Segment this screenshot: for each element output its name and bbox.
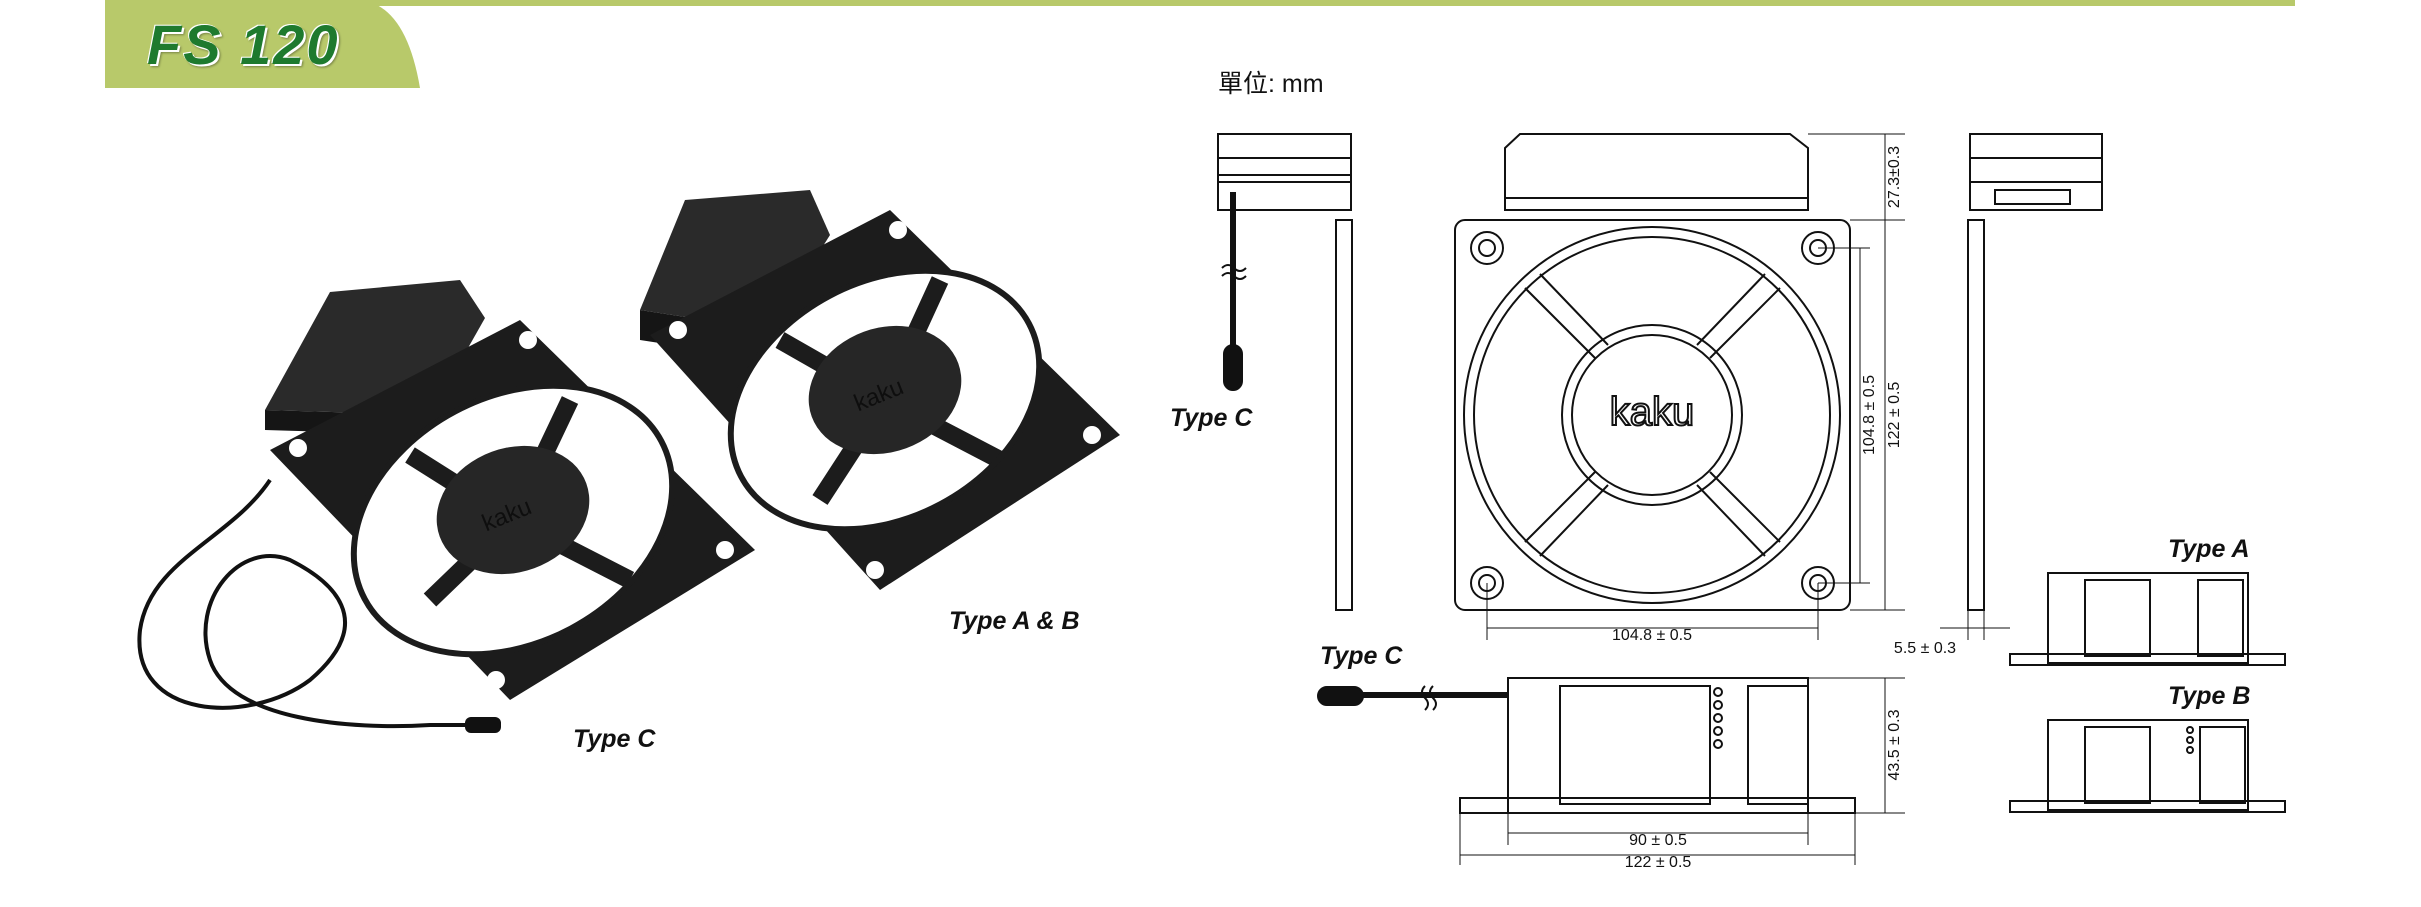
header-title-tab — [105, 0, 420, 88]
dim-box-inner-w: 90 ± 0.5 — [1629, 832, 1687, 849]
type-a-view — [2009, 572, 2286, 666]
drawing-logo: kaku — [1610, 390, 1695, 434]
dim-box-height: 43.5 ± 0.3 — [1886, 709, 1903, 780]
photo-label-type-ab: Type A & B — [949, 607, 1080, 635]
type-b-view — [2009, 719, 2286, 813]
photo-type-c-unit: kaku — [137, 280, 755, 733]
drawing-label-type-a: Type A — [2168, 535, 2250, 563]
side-view-type-c — [1217, 133, 1353, 611]
photo-label-type-c: Type C — [573, 725, 656, 753]
front-view — [1454, 133, 1851, 611]
dim-box-outer-w: 122 ± 0.5 — [1625, 854, 1692, 871]
dim-thickness: 5.5 ± 0.3 — [1894, 640, 1956, 657]
dim-outer-v: 122 ± 0.5 — [1886, 382, 1903, 449]
drawing-label-type-c-bottom: Type C — [1320, 642, 1403, 670]
drawing-label-type-b: Type B — [2168, 682, 2251, 710]
dim-height-top: 27.3±0.3 — [1886, 146, 1903, 208]
bottom-view-type-c — [1317, 677, 1856, 814]
unit-label: 單位: mm — [1218, 70, 1324, 98]
side-view-right — [1967, 133, 2103, 611]
product-photo: kaku kaku — [137, 190, 1120, 733]
dim-hole-spacing-h: 104.8 ± 0.5 — [1612, 627, 1692, 644]
product-title: FS 120 — [147, 13, 340, 76]
photo-type-ab-unit: kaku — [640, 190, 1120, 590]
header-accent-line — [105, 0, 2295, 6]
drawing-label-type-c-side: Type C — [1170, 404, 1253, 432]
dim-hole-spacing-v: 104.8 ± 0.5 — [1861, 375, 1878, 455]
